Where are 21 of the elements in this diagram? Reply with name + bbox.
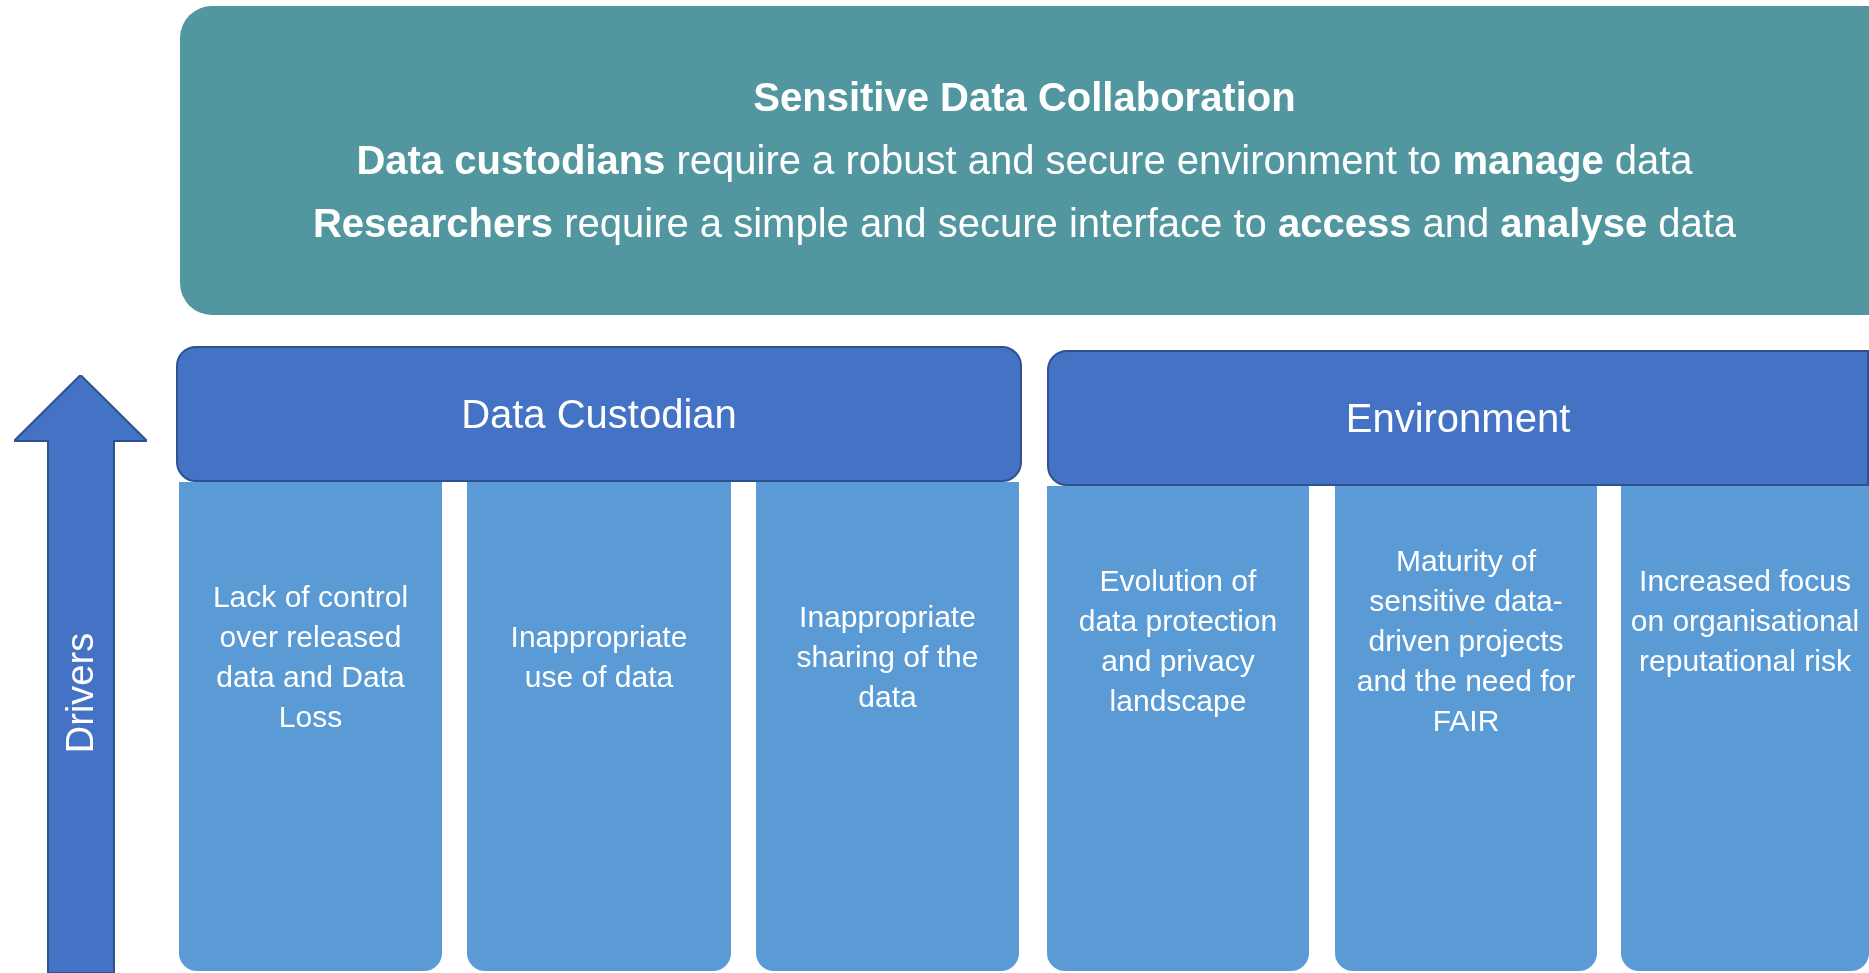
driver-text: Evolution of data protection and privacy landscape	[1077, 563, 1279, 719]
driver-text: Inappropriate use of data	[509, 619, 689, 695]
driver-text: Maturity of sensitive data-driven projects and the need for FAIR	[1355, 543, 1577, 739]
arrow-label: Drivers	[58, 632, 102, 754]
driver-column	[1335, 486, 1597, 971]
header-label: Environment	[1345, 395, 1571, 441]
category-header	[176, 346, 1022, 482]
banner-text: Data custodians require a robust and secure environment to manage data	[356, 138, 1693, 183]
banner-text: Researchers require a simple and secure interface to access and analyse data	[312, 201, 1737, 246]
driver-column	[1047, 486, 1309, 971]
driver-column	[756, 482, 1019, 971]
category-header	[1047, 350, 1869, 486]
banner-title: Sensitive Data Collaboration	[753, 75, 1296, 120]
driver-text: Lack of control over released data and Data Loss	[211, 579, 410, 735]
driver-text: Increased focus on organisational reputational risk	[1629, 563, 1861, 679]
driver-text: Inappropriate sharing of the data	[795, 599, 980, 715]
driver-column	[467, 482, 731, 971]
driver-column	[1621, 486, 1869, 971]
driver-column	[179, 482, 442, 971]
title-banner	[180, 6, 1869, 315]
header-label: Data Custodian	[461, 391, 737, 437]
